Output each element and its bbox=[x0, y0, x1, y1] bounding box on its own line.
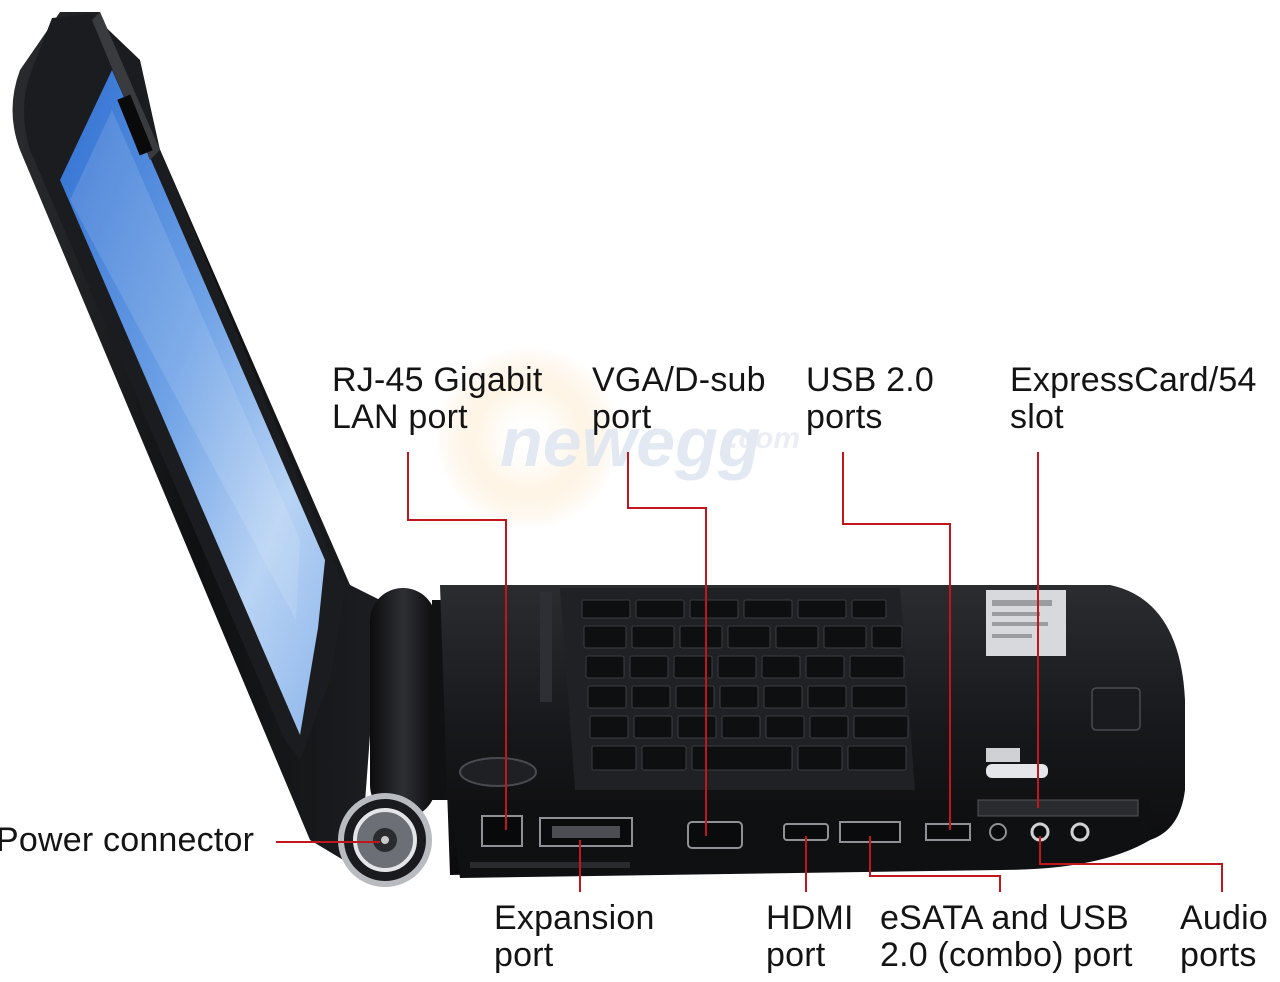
label-line: LAN port bbox=[332, 398, 468, 436]
newegg-watermark: newegg .com bbox=[436, 346, 800, 530]
laptop-hinge bbox=[370, 588, 452, 818]
label-line: slot bbox=[1010, 398, 1064, 436]
label-audio-ports: Audio ports bbox=[1180, 900, 1268, 974]
label-hdmi-port: HDMI port bbox=[766, 900, 854, 974]
label-line: USB 2.0 bbox=[806, 361, 935, 399]
label-line: Audio bbox=[1180, 899, 1268, 937]
watermark-brand: newegg bbox=[500, 403, 761, 481]
label-line: 2.0 (combo) port bbox=[880, 936, 1133, 974]
usb-port-icon bbox=[925, 823, 971, 841]
label-line: VGA/D-sub bbox=[592, 361, 766, 399]
label-esata-usb-combo-port: eSATA and USB 2.0 (combo) port bbox=[880, 900, 1133, 974]
label-power-connector: Power connector bbox=[0, 822, 254, 859]
label-expansion-port: Expansion port bbox=[494, 900, 655, 974]
label-line: ports bbox=[806, 398, 883, 436]
watermark-suffix: .com bbox=[730, 422, 800, 455]
leader-line-audio bbox=[1039, 836, 1223, 892]
audio-jack-icon bbox=[1070, 822, 1090, 842]
leader-line-vga bbox=[627, 452, 707, 836]
label-usb-ports: USB 2.0 ports bbox=[806, 362, 934, 436]
leader-lines bbox=[276, 452, 1223, 892]
laptop-screen bbox=[60, 70, 325, 735]
label-line: Expansion bbox=[494, 899, 655, 937]
label-rj45-lan-port: RJ-45 Gigabit LAN port bbox=[332, 362, 542, 436]
leader-line-rj45 bbox=[407, 452, 507, 830]
leader-line-esata bbox=[869, 836, 1001, 892]
label-expresscard-slot: ExpressCard/54 slot bbox=[1010, 362, 1257, 436]
vga-port-icon bbox=[687, 821, 743, 849]
label-line: RJ-45 Gigabit bbox=[332, 361, 543, 399]
rj45-port-icon bbox=[481, 815, 523, 847]
power-connector-icon bbox=[338, 793, 432, 887]
label-line: HDMI bbox=[766, 899, 854, 937]
laptop-base bbox=[440, 585, 1185, 878]
label-line: port bbox=[494, 936, 554, 974]
label-vga-port: VGA/D-sub port bbox=[592, 362, 766, 436]
label-line: Power connector bbox=[0, 821, 255, 859]
label-line: port bbox=[766, 936, 826, 974]
label-line: ExpressCard/54 bbox=[1010, 361, 1257, 399]
label-line: eSATA and USB bbox=[880, 899, 1129, 937]
laptop-lid bbox=[12, 12, 380, 870]
label-line: ports bbox=[1180, 936, 1257, 974]
label-line: port bbox=[592, 398, 652, 436]
side-ports bbox=[470, 815, 1090, 868]
leader-line-usb bbox=[842, 452, 951, 830]
audio-jack-icon bbox=[989, 823, 1007, 841]
